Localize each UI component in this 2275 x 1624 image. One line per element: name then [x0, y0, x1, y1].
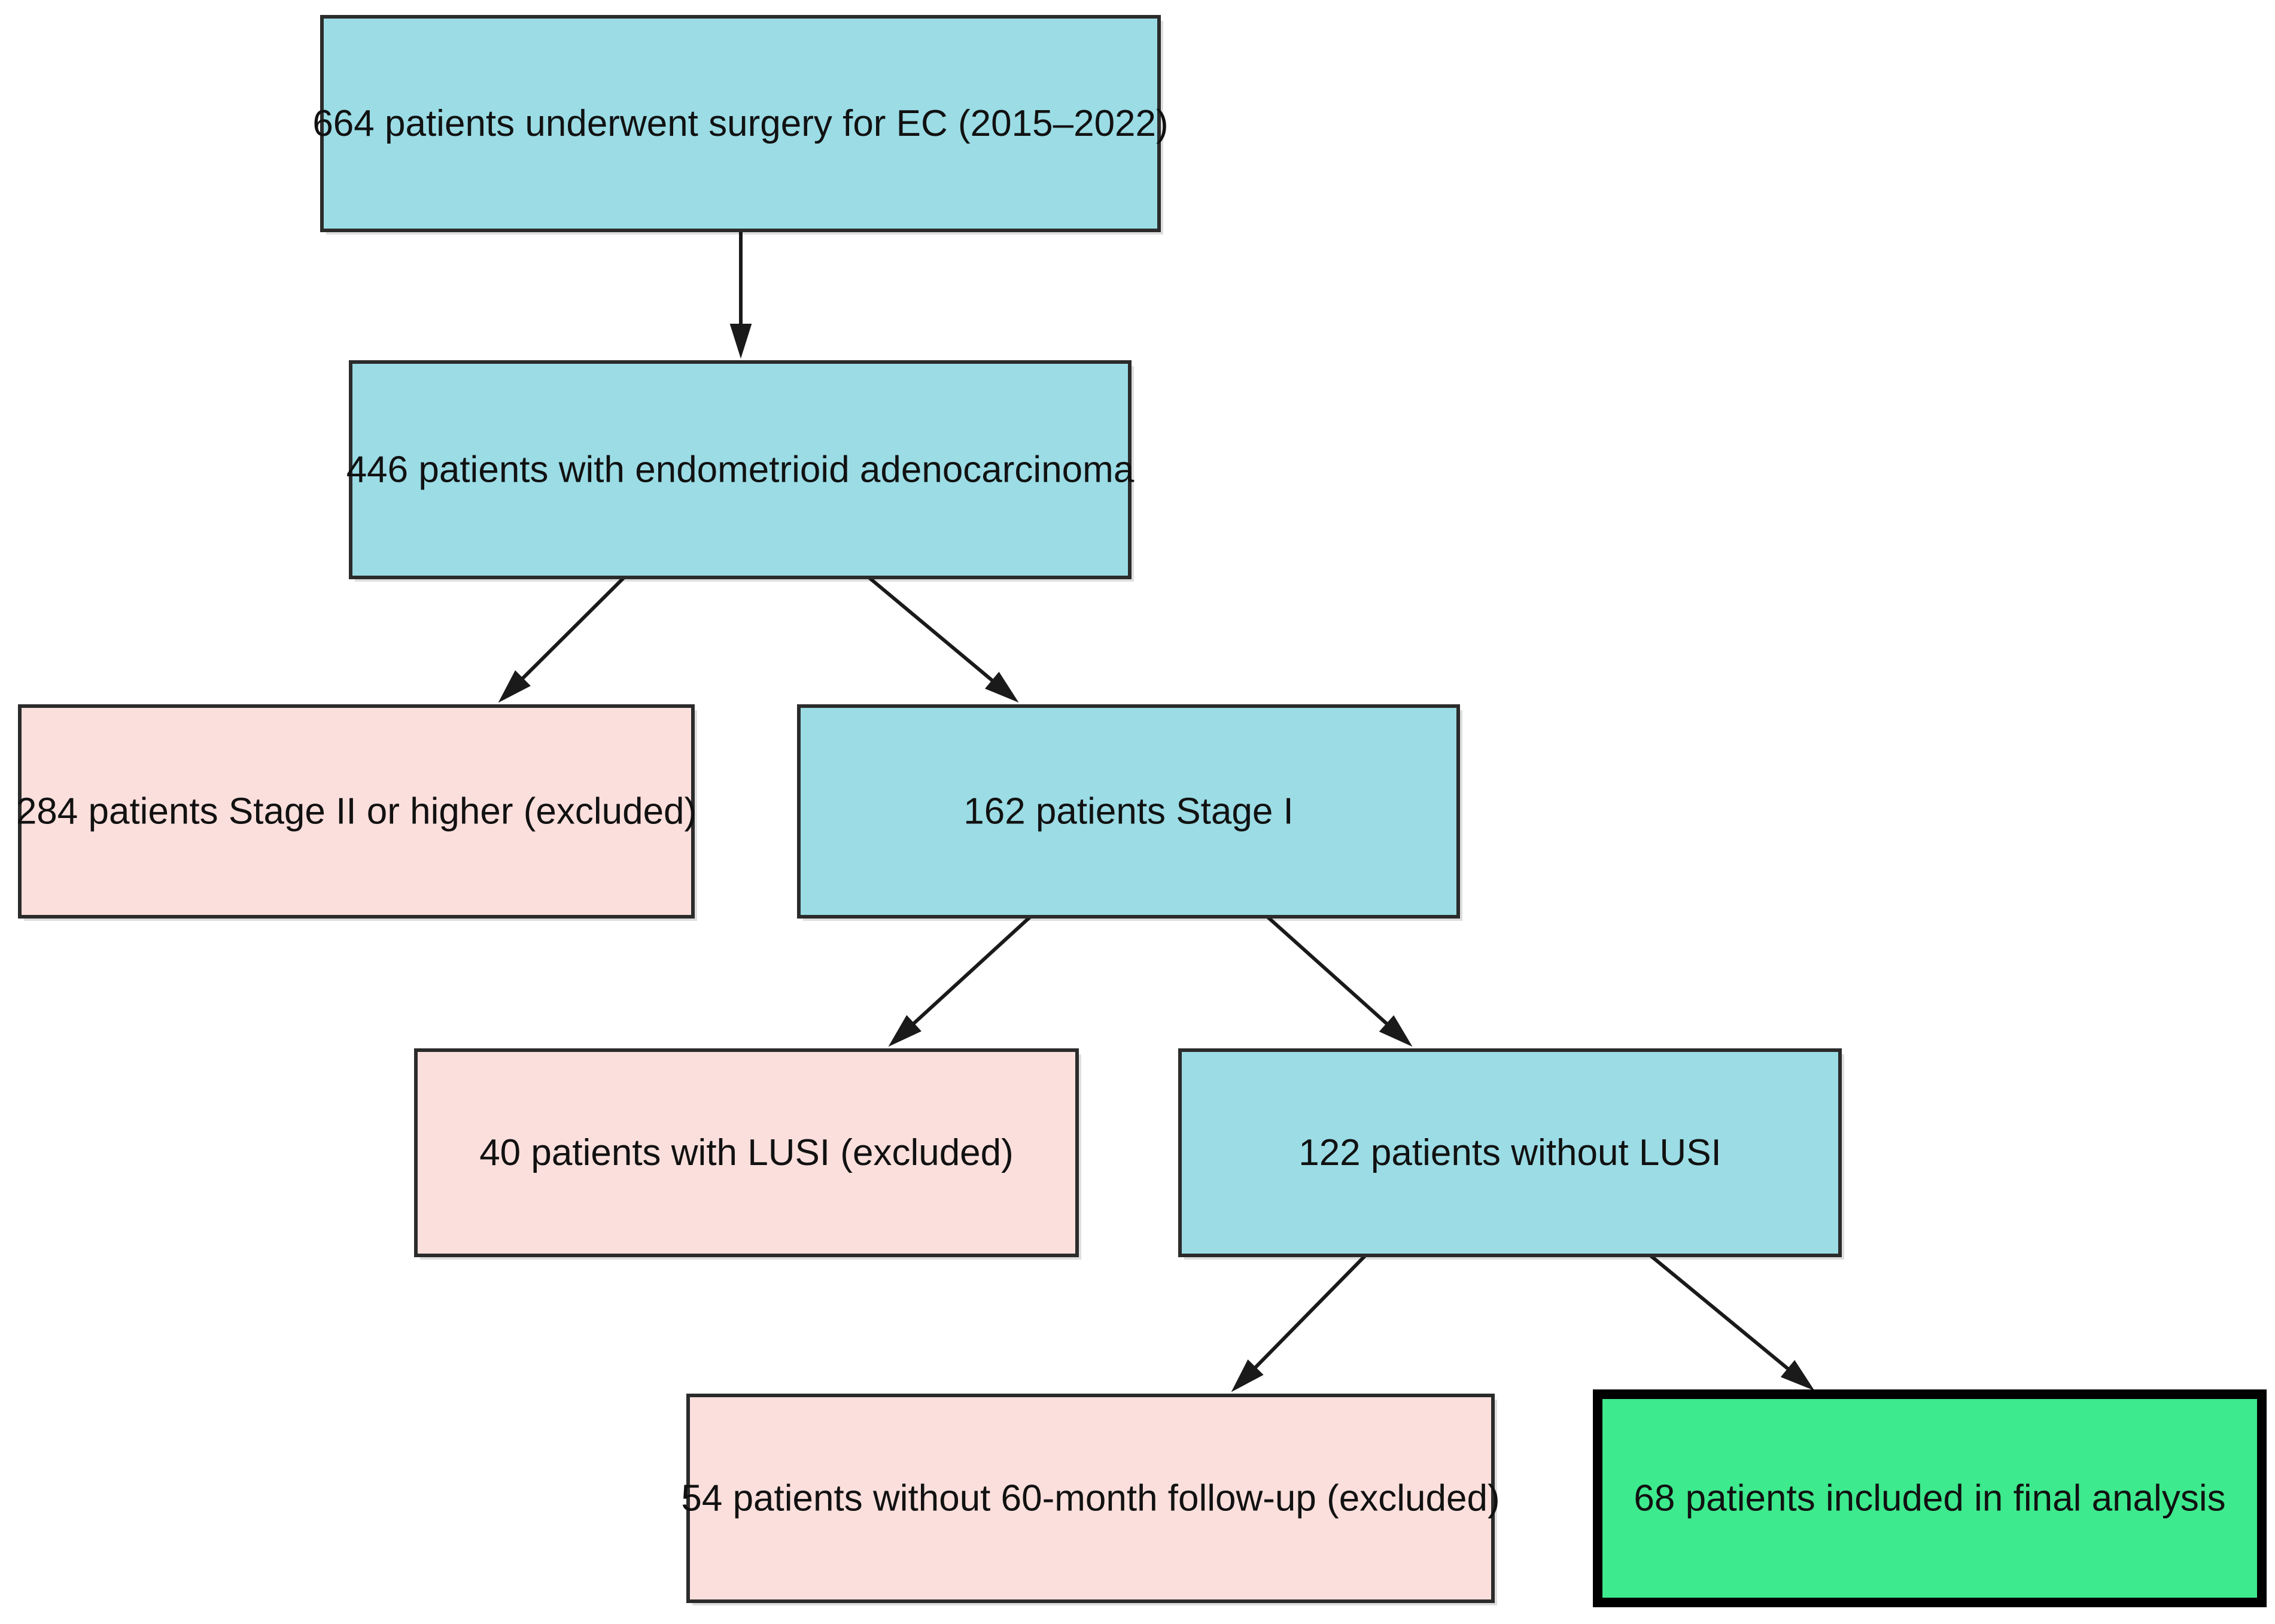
arrow-head-icon: [1379, 1015, 1413, 1047]
flow-node-n6[interactable]: 122 patients without LUSI: [1178, 1048, 1844, 1260]
node-label-n8: 68 patients included in final analysis: [1634, 1477, 2225, 1519]
flow-node-n3[interactable]: 284 patients Stage II or higher (exclude…: [16, 704, 697, 921]
node-label-n7: 54 patients without 60-month follow-up (…: [681, 1477, 1500, 1519]
node-label-n6: 122 patients without LUSI: [1298, 1132, 1722, 1173]
node-box-included[interactable]: [797, 704, 1460, 919]
flow-edge-n2-to-n3: [521, 576, 626, 680]
flow-node-n4[interactable]: 162 patients Stage I: [797, 704, 1462, 921]
flow-node-n8[interactable]: 68 patients included in final analysis: [1593, 1389, 2267, 1607]
node-box-excluded[interactable]: [686, 1394, 1495, 1603]
arrow-head-icon: [888, 1015, 921, 1047]
nodes-layer: 664 patients underwent surgery for EC (2…: [16, 15, 2267, 1607]
flow-node-n7[interactable]: 54 patients without 60-month follow-up (…: [681, 1394, 1500, 1605]
node-box-included[interactable]: [349, 360, 1132, 579]
node-box-final[interactable]: [1593, 1389, 2267, 1607]
node-box-included[interactable]: [1178, 1048, 1842, 1257]
arrow-head-icon: [1780, 1360, 1815, 1391]
flow-edge-n6-to-n7: [1254, 1254, 1367, 1369]
flow-edge-n4-to-n6: [1266, 915, 1388, 1026]
node-box-excluded[interactable]: [18, 704, 695, 919]
node-label-n1: 664 patients underwent surgery for EC (2…: [312, 103, 1168, 144]
arrow-head-icon: [498, 670, 531, 703]
node-label-n3: 284 patients Stage II or higher (exclude…: [16, 790, 697, 832]
flow-node-n5[interactable]: 40 patients with LUSI (excluded): [414, 1048, 1081, 1260]
node-label-n4: 162 patients Stage I: [963, 790, 1294, 832]
edges-layer: [498, 230, 1815, 1392]
flow-edge-n2-to-n4: [868, 576, 994, 682]
flow-node-n1[interactable]: 664 patients underwent surgery for EC (2…: [312, 15, 1169, 235]
arrow-head-icon: [1231, 1359, 1264, 1392]
flow-node-n2[interactable]: 446 patients with endometrioid adenocarc…: [346, 360, 1135, 582]
flow-edge-n4-to-n5: [912, 915, 1032, 1025]
node-box-excluded[interactable]: [414, 1048, 1079, 1257]
node-label-n5: 40 patients with LUSI (excluded): [479, 1132, 1014, 1173]
flow-edge-n6-to-n8: [1649, 1254, 1790, 1370]
node-label-n2: 446 patients with endometrioid adenocarc…: [346, 449, 1135, 490]
arrow-head-icon: [985, 671, 1019, 703]
arrow-head-icon: [729, 324, 752, 359]
node-box-included[interactable]: [320, 15, 1161, 232]
